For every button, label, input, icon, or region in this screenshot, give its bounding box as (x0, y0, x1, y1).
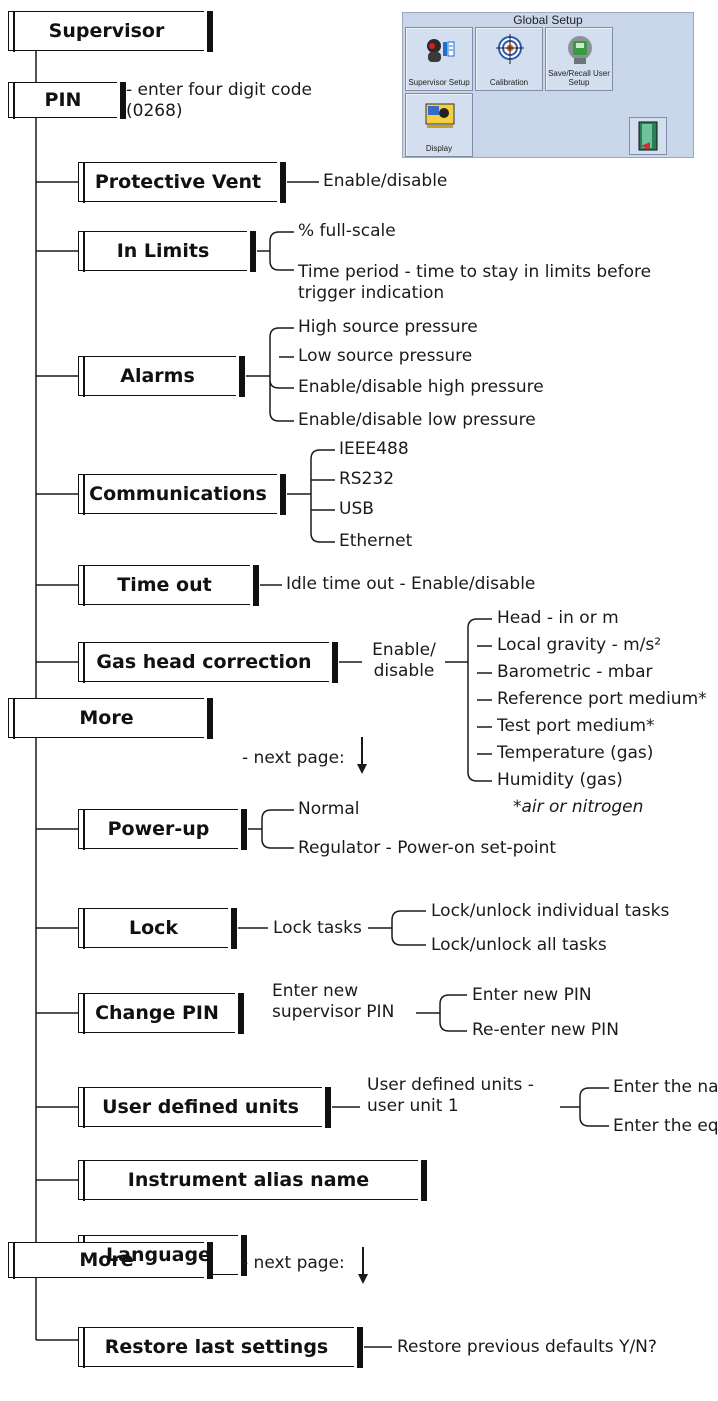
menu-box-in-limits[interactable]: In Limits (78, 230, 256, 272)
exit-door-icon (638, 121, 658, 151)
gas-head-enable-disable: Enable/ disable (372, 640, 436, 681)
in-limits-option: % full-scale (298, 221, 396, 241)
menu-box-gas-head-correction[interactable]: Gas head correction (78, 641, 338, 683)
lock-option: Lock/unlock individual tasks (431, 901, 670, 921)
power-up-option: Regulator - Power-on set-point (298, 838, 557, 858)
menu-box-change-pin[interactable]: Change PIN (78, 992, 244, 1034)
menu-box-supervisor[interactable]: Supervisor (8, 10, 213, 52)
menu-box-communications[interactable]: Communications (78, 473, 286, 515)
exit-button[interactable] (629, 117, 667, 155)
supervisor-setup-button[interactable]: Supervisor Setup (405, 27, 473, 91)
more-2-note: - next page: (242, 1253, 345, 1273)
display-label: Display (425, 144, 453, 153)
user-units-mid-label: User defined units - user unit 1 (367, 1075, 534, 1116)
menu-box-more-2[interactable]: More (8, 1241, 213, 1279)
lock-option: Lock/unlock all tasks (431, 935, 607, 955)
calibration-button[interactable]: Calibration (475, 27, 543, 91)
menu-box-instrument-alias-name[interactable]: Instrument alias name (78, 1159, 427, 1201)
menu-box-user-defined-units[interactable]: User defined units (78, 1086, 331, 1128)
gas-head-option: Test port medium* (497, 716, 655, 736)
display-button[interactable]: Display (405, 93, 473, 157)
protective-vent-option: Enable/disable (323, 171, 448, 191)
menu-box-more-1[interactable]: More (8, 697, 213, 739)
communications-option: IEEE488 (339, 439, 409, 459)
menu-box-lock[interactable]: Lock (78, 907, 237, 949)
gas-head-option: Head - in or m (497, 608, 619, 628)
display-icon (425, 103, 455, 128)
menu-box-power-up[interactable]: Power-up (78, 808, 247, 850)
calibration-label: Calibration (489, 78, 529, 87)
restore-option: Restore previous defaults Y/N? (397, 1337, 657, 1357)
menu-box-protective-vent[interactable]: Protective Vent (78, 161, 286, 203)
global-setup-screen: Global Setup Supervisor Setup Calibratio… (402, 12, 694, 158)
in-limits-option: Time period - time to stay in limits bef… (298, 262, 652, 303)
gas-head-option: Barometric - mbar (497, 662, 653, 682)
change-pin-mid-label: Enter new supervisor PIN (272, 981, 395, 1022)
save-recall-button[interactable]: Save/Recall User Setup (545, 27, 613, 91)
gas-head-option: Humidity (gas) (497, 770, 623, 790)
communications-option: Ethernet (339, 531, 413, 551)
global-setup-title: Global Setup (513, 13, 583, 27)
communications-option: USB (339, 499, 374, 519)
communications-option: RS232 (339, 469, 395, 489)
save-recall-icon (568, 36, 592, 64)
alarms-option: High source pressure (298, 317, 478, 337)
menu-box-time-out[interactable]: Time out (78, 564, 259, 606)
alarms-option: Enable/disable high pressure (298, 377, 544, 397)
time-out-option: Idle time out - Enable/disable (286, 574, 536, 594)
more-1-note: - next page: (242, 748, 345, 768)
calibration-target-icon (496, 34, 524, 64)
user-units-option: Enter the na (613, 1077, 718, 1097)
supervisor-setup-label: Supervisor Setup (408, 78, 470, 87)
alarms-option: Enable/disable low pressure (298, 410, 536, 430)
gas-head-option: Reference port medium* (497, 689, 707, 709)
gas-head-footnote: *air or nitrogen (513, 797, 644, 817)
menu-box-restore-last-settings[interactable]: Restore last settings (78, 1326, 363, 1368)
gas-head-option: Temperature (gas) (497, 743, 654, 763)
save-recall-label: Save/Recall User Setup (548, 69, 610, 87)
power-up-option: Normal (298, 799, 360, 819)
change-pin-option: Re-enter new PIN (472, 1020, 619, 1040)
supervisor-icon (427, 39, 455, 62)
gas-head-option: Local gravity - m/s² (497, 635, 662, 655)
alarms-option: Low source pressure (298, 346, 473, 366)
pin-note: - enter four digit code (0268) (126, 80, 312, 121)
lock-tasks-label: Lock tasks (273, 918, 362, 938)
menu-box-alarms[interactable]: Alarms (78, 355, 245, 397)
user-units-option: Enter the eq (613, 1116, 718, 1136)
change-pin-option: Enter new PIN (472, 985, 592, 1005)
menu-box-pin[interactable]: PIN (8, 81, 126, 119)
